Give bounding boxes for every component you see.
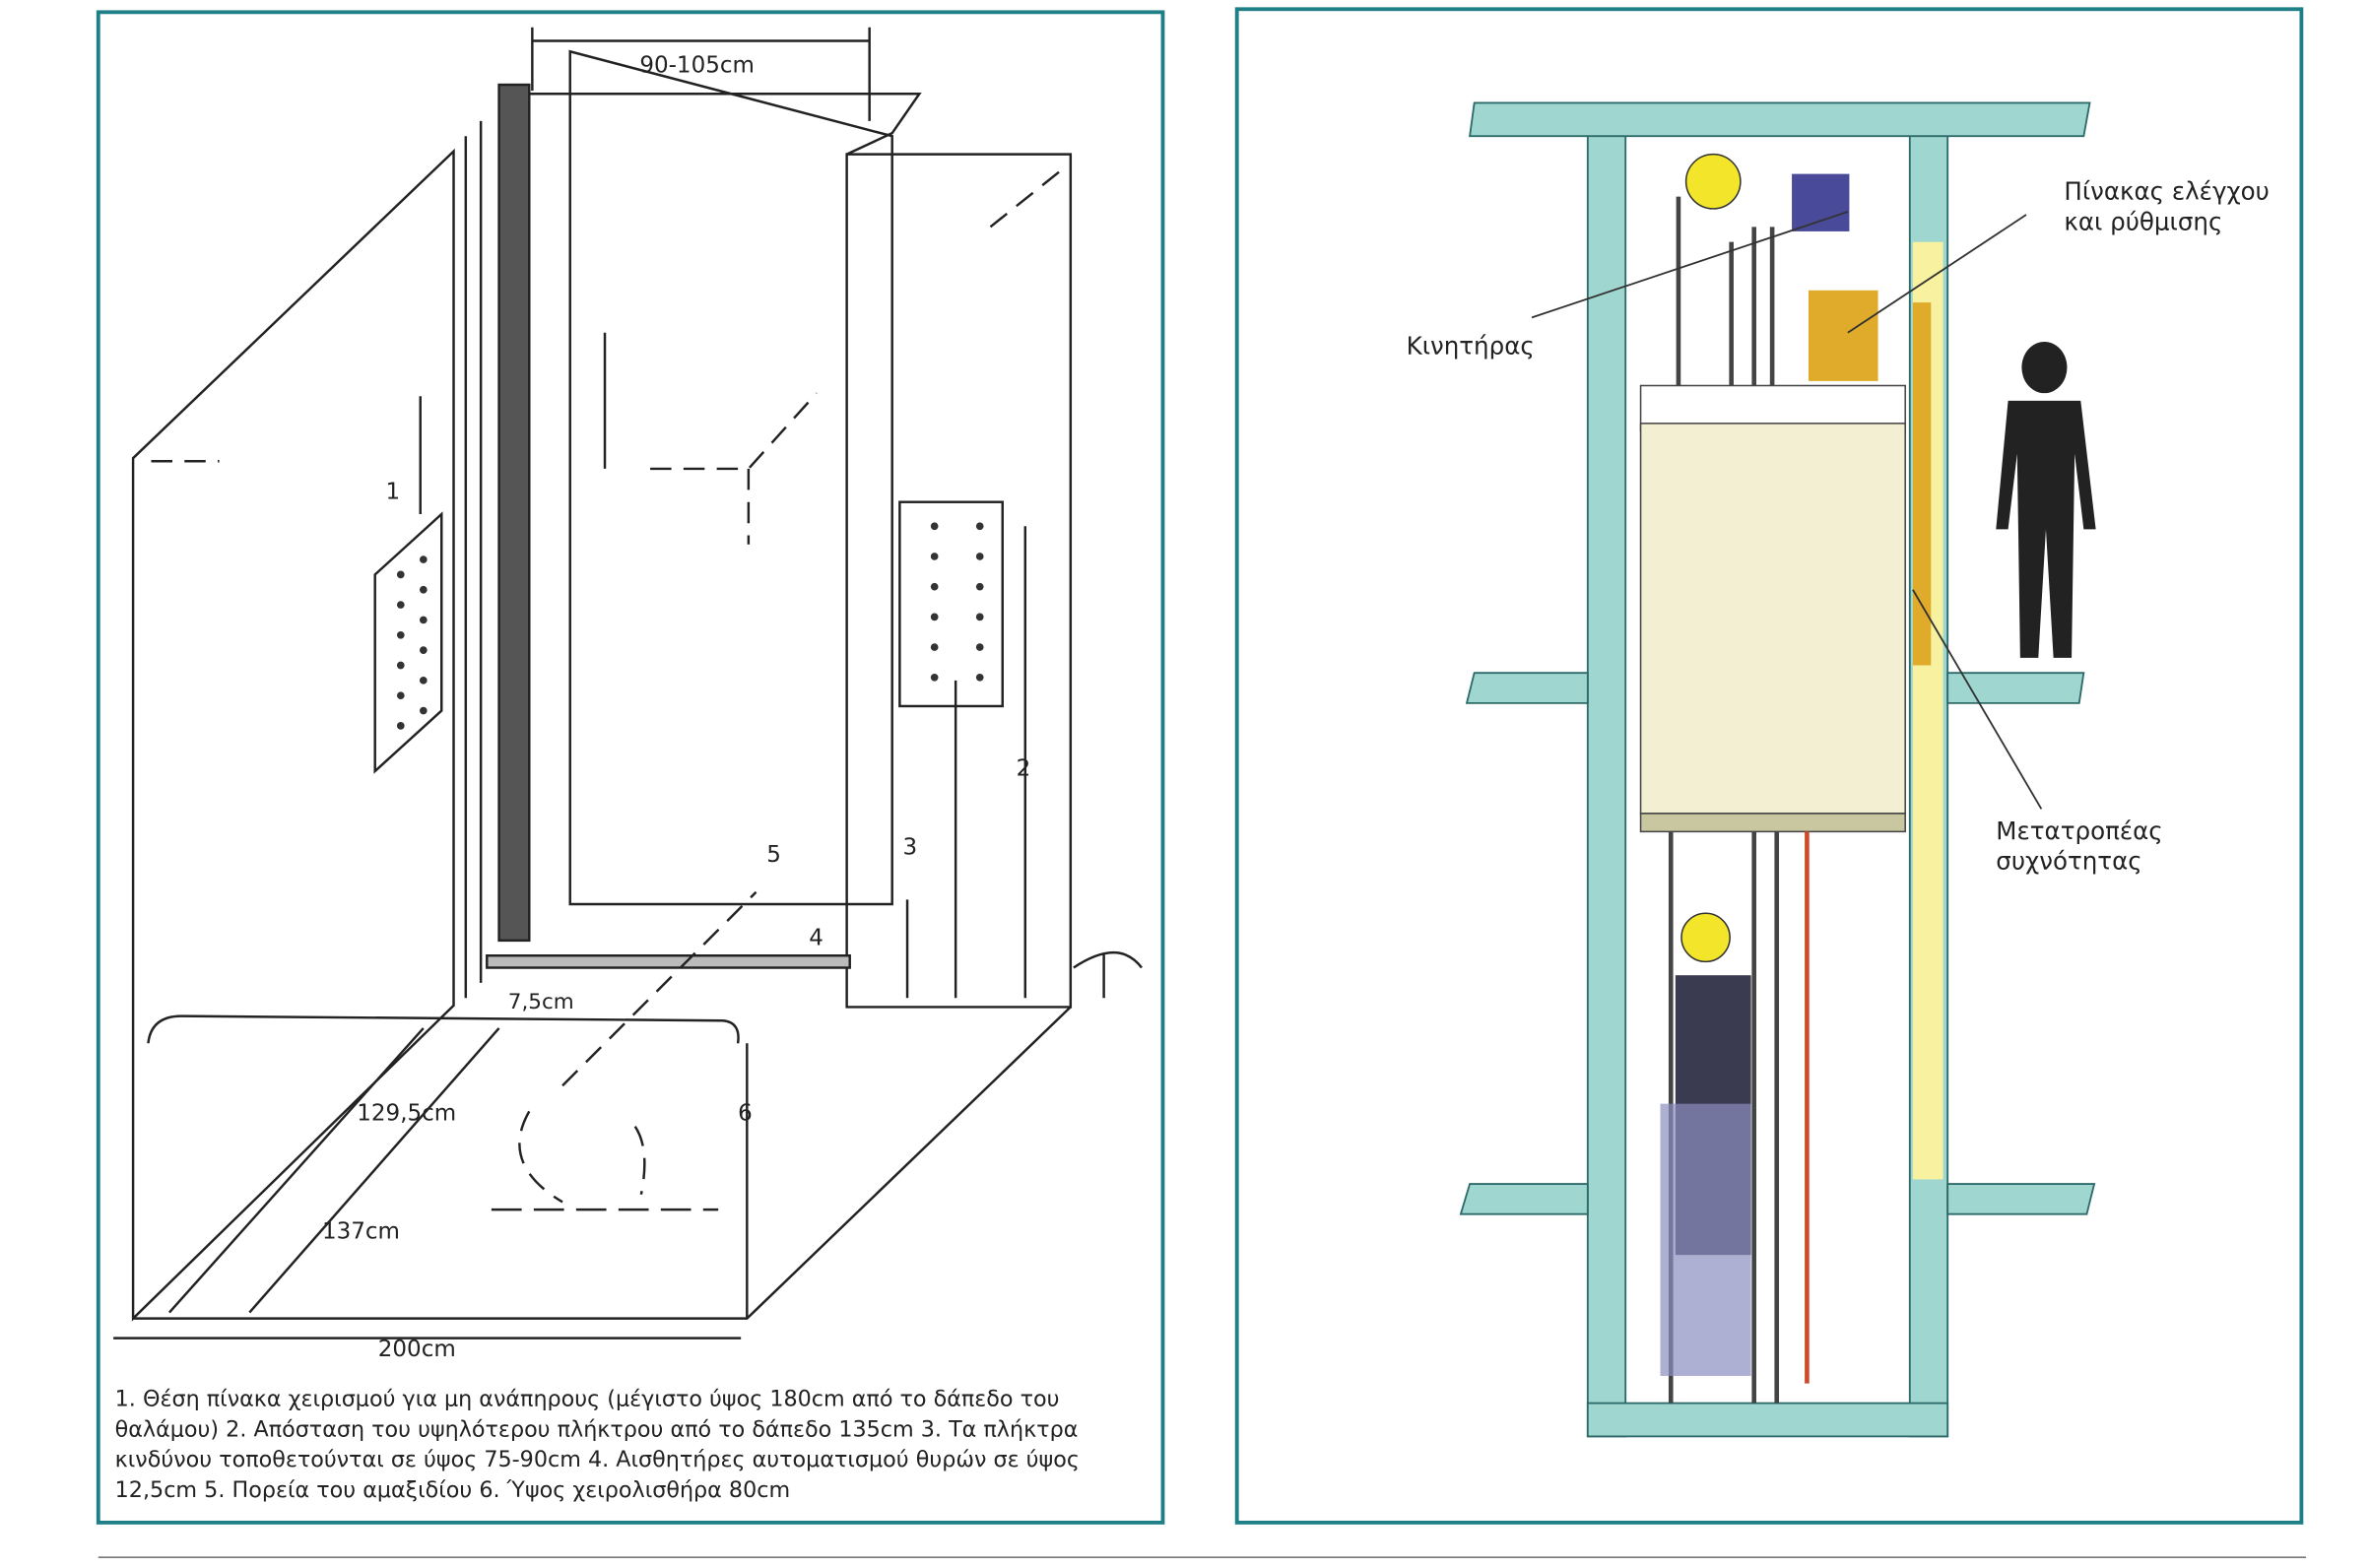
accessible-cabin-figure: 90-105cm 7,5cm 129,5cm 137cm 200cm 1 2 3… [96,10,1165,1525]
door-operator [1912,302,1932,666]
person-icon [1996,341,2096,658]
label-motor: Κινητήρας [1407,331,1535,359]
label-control-panel: Πίνακας ελέγχου [2064,177,2270,206]
label-control-panel: και ρύθμισης [2064,207,2222,235]
label-inverter: Μετατροπέας [1996,817,2162,845]
pulley-icon [1680,912,1731,963]
marker-6: 6 [738,1101,753,1127]
control-panel [1808,290,1878,381]
marker-1: 1 [385,480,400,505]
dim-top-width: 90-105cm [639,53,755,79]
dim-door-gap: 7,5cm [508,990,574,1014]
pulley-icon [1684,153,1742,210]
dim-depth-outer: 137cm [322,1218,400,1244]
caption-line: 1. Θέση πίνακα χειρισμού για μη ανάπηρου… [115,1387,1060,1412]
button-dots [396,522,984,730]
marker-2: 2 [1017,756,1031,782]
marker-3: 3 [902,834,917,860]
dim-width: 200cm [378,1337,456,1362]
leader-lines [1531,211,2043,810]
label-inverter: συχνότητας [1996,847,2141,876]
cabin-drawing [113,27,1143,1339]
dim-depth-inner: 129,5cm [357,1101,456,1127]
caption-line: κινδύνου τοποθετούνται σε ύψος 75-90cm 4… [115,1447,1080,1472]
caption-line: 12,5cm 5. Πορεία του αμαξιδίου 6. Ύψος χ… [115,1477,790,1503]
marker-5: 5 [766,842,781,868]
caption-line: θαλάμου) 2. Απόσταση του υψηλότερου πλήκ… [115,1416,1079,1442]
elevator-shaft-figure: Κινητήρας Πίνακας ελέγχου και ρύθμισης Μ… [1234,7,2304,1525]
left-frame [96,10,1165,1525]
marker-4: 4 [809,925,823,950]
cabin [1639,423,1906,815]
caption: 1. Θέση πίνακα χειρισμού για μη ανάπηρου… [115,1387,1080,1503]
motor-icon [1792,173,1850,231]
